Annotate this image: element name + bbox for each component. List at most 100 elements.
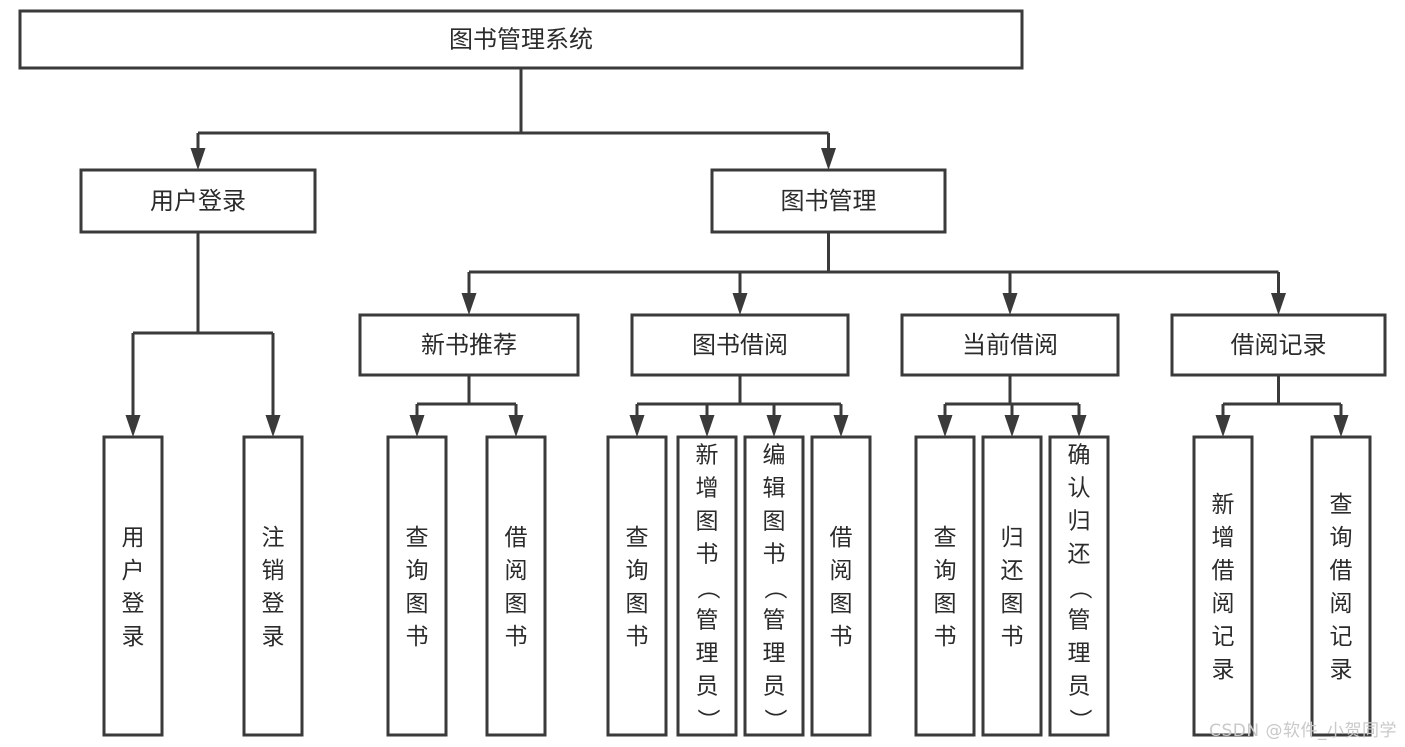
node-label-char: 书 bbox=[505, 624, 528, 650]
node-label-char: 录 bbox=[262, 624, 285, 650]
arrow-head-icon bbox=[699, 415, 715, 437]
node-label-char: 辑 bbox=[763, 476, 786, 502]
node-label-char: 归 bbox=[1001, 525, 1024, 551]
node-box bbox=[386, 435, 448, 737]
node-borrow[interactable]: 图书借阅 bbox=[630, 313, 850, 377]
node-label: 新书推荐 bbox=[421, 331, 517, 359]
node-box bbox=[242, 435, 304, 737]
node-bookmgmt[interactable]: 图书管理 bbox=[710, 168, 947, 234]
node-label-char: 户 bbox=[122, 558, 145, 584]
node-label-char: 图 bbox=[763, 509, 786, 535]
node-label-char: 借 bbox=[830, 525, 853, 551]
arrow-head-icon bbox=[461, 293, 477, 315]
arrow-head-icon bbox=[1271, 293, 1286, 315]
node-label-char: （ bbox=[695, 577, 721, 600]
node-label-char: 编 bbox=[763, 443, 786, 469]
arrow-head-icon bbox=[265, 415, 281, 437]
node-leaf-bk-query[interactable]: 查询图书查询图书 bbox=[606, 435, 668, 737]
node-label-char: 查 bbox=[1330, 492, 1353, 518]
node-label-char: ） bbox=[695, 709, 721, 732]
node-root[interactable]: 图书管理系统 bbox=[18, 9, 1024, 70]
node-label-char: （ bbox=[762, 577, 788, 600]
node-label-char: 认 bbox=[1068, 476, 1091, 502]
node-label-char: ） bbox=[1067, 709, 1093, 732]
arrow-head-icon bbox=[1002, 293, 1018, 315]
node-label-char: 员 bbox=[696, 674, 719, 700]
node-label: 图书借阅 bbox=[692, 331, 788, 359]
node-label-char: 书 bbox=[830, 624, 853, 650]
node-leaf-bk-borrow[interactable]: 借阅图书借阅图书 bbox=[810, 435, 872, 737]
node-label-char: 书 bbox=[1001, 624, 1024, 650]
node-leaf-user-logout[interactable]: 注销登录注销登录 bbox=[242, 435, 304, 737]
node-leaf-nb-borrow[interactable]: 借阅图书借阅图书 bbox=[485, 435, 547, 737]
node-label-char: 新 bbox=[696, 443, 719, 469]
node-label-char: 图 bbox=[626, 591, 649, 617]
node-label-char: 询 bbox=[406, 558, 429, 584]
arrow-head-icon bbox=[937, 415, 953, 437]
node-label-char: 理 bbox=[1068, 641, 1091, 667]
node-leaf-rec-query[interactable]: 查询借阅记录查询借阅记录 bbox=[1310, 435, 1372, 737]
arrow-head-icon bbox=[833, 415, 849, 437]
arrow-head-icon bbox=[125, 415, 141, 437]
node-box bbox=[1048, 435, 1110, 737]
node-box bbox=[914, 435, 976, 737]
node-label-char: 书 bbox=[934, 624, 957, 650]
node-label-char: 还 bbox=[1068, 542, 1091, 568]
node-label: 图书管理系统 bbox=[449, 26, 593, 54]
node-label-char: 书 bbox=[406, 624, 429, 650]
node-leaf-rec-add[interactable]: 新增借阅记录新增借阅记录 bbox=[1192, 435, 1254, 737]
node-box bbox=[900, 313, 1120, 377]
node-label-char: 阅 bbox=[1212, 591, 1235, 617]
node-label-char: 阅 bbox=[1330, 591, 1353, 617]
node-label-char: 登 bbox=[122, 591, 145, 617]
node-label-char: 图 bbox=[1001, 591, 1024, 617]
node-box bbox=[1192, 435, 1254, 737]
node-label-char: 归 bbox=[1068, 509, 1091, 535]
arrow-head-icon bbox=[1215, 415, 1231, 437]
node-label: 当前借阅 bbox=[962, 331, 1058, 359]
node-leaf-cur-return[interactable]: 归还图书归还图书 bbox=[981, 435, 1043, 737]
node-label-char: 书 bbox=[763, 542, 786, 568]
node-box bbox=[1310, 435, 1372, 737]
node-label-char: 确 bbox=[1068, 443, 1091, 469]
node-records[interactable]: 借阅记录 bbox=[1170, 313, 1387, 377]
node-login[interactable]: 用户登录 bbox=[79, 168, 317, 234]
node-label-char: 图 bbox=[696, 509, 719, 535]
node-label-char: 询 bbox=[934, 558, 957, 584]
node-label-char: 员 bbox=[763, 674, 786, 700]
arrow-head-icon bbox=[1333, 415, 1349, 437]
node-leaf-cur-query[interactable]: 查询图书查询图书 bbox=[914, 435, 976, 737]
node-newbook[interactable]: 新书推荐 bbox=[358, 313, 580, 377]
arrow-head-icon bbox=[732, 293, 748, 315]
node-box bbox=[18, 9, 1024, 70]
node-box bbox=[79, 168, 317, 234]
node-box bbox=[676, 435, 738, 737]
node-label: 借阅记录 bbox=[1231, 331, 1327, 359]
node-label-char: 查 bbox=[934, 525, 957, 551]
node-label-char: 注 bbox=[262, 525, 285, 551]
node-label-char: 管 bbox=[1068, 608, 1091, 634]
node-leaf-user-login[interactable]: 用户登录用户登录 bbox=[102, 435, 164, 737]
node-label-char: 增 bbox=[696, 476, 719, 502]
node-label-char: 记 bbox=[1330, 624, 1353, 650]
node-label-char: 增 bbox=[1212, 525, 1235, 551]
node-box bbox=[102, 435, 164, 737]
node-label-char: 图 bbox=[934, 591, 957, 617]
arrow-head-icon bbox=[1004, 415, 1020, 437]
node-label-char: 借 bbox=[1330, 558, 1353, 584]
node-label-char: 登 bbox=[262, 591, 285, 617]
node-label-char: 员 bbox=[1068, 674, 1091, 700]
node-label-char: 记 bbox=[1212, 624, 1235, 650]
node-label-char: 管 bbox=[696, 608, 719, 634]
node-leaf-nb-query[interactable]: 查询图书查询图书 bbox=[386, 435, 448, 737]
node-box bbox=[710, 168, 947, 234]
node-box bbox=[810, 435, 872, 737]
node-label-char: （ bbox=[1067, 577, 1093, 600]
node-current[interactable]: 当前借阅 bbox=[900, 313, 1120, 377]
node-label-char: 管 bbox=[763, 608, 786, 634]
arrow-head-icon bbox=[409, 415, 425, 437]
